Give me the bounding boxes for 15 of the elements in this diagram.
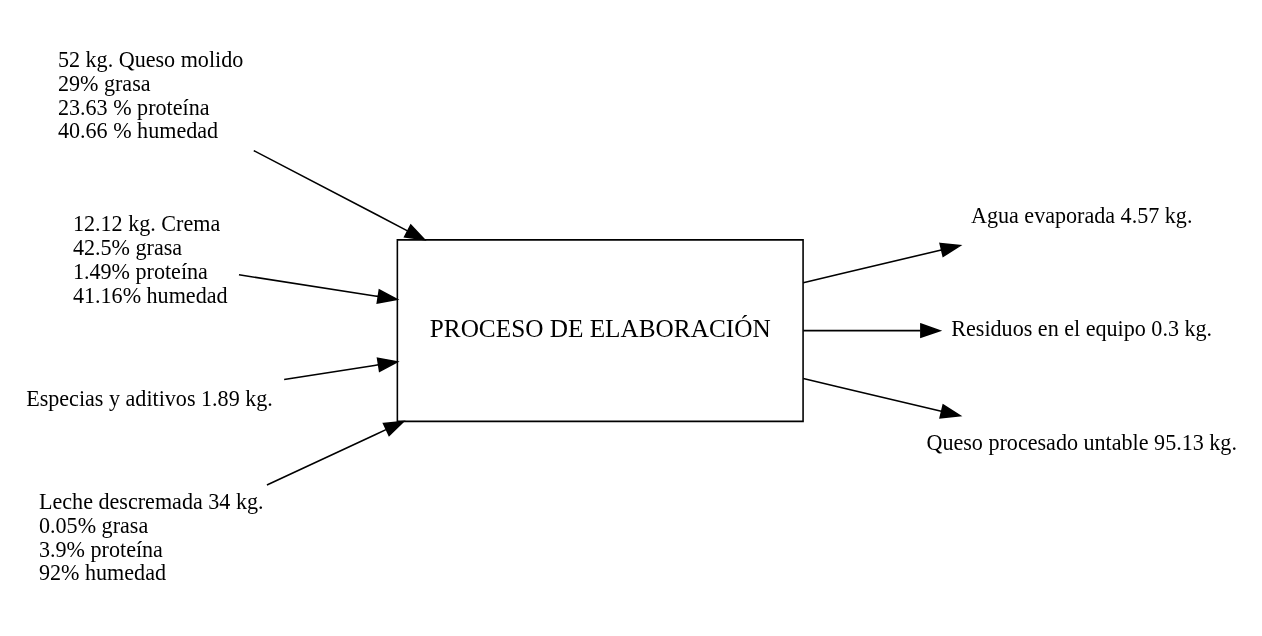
node-text: Leche descremada 34 kg. 0.05% grasa 3.9% proteína 92% humedad: [39, 489, 264, 586]
node-text: Residuos en el equipo 0.3 kg.: [951, 316, 1213, 342]
arrow: [253, 149, 427, 241]
node-text: Agua evaporada 4.57 kg.: [970, 202, 1193, 228]
node-text: 12.12 kg. Crema 42.5% grasa 1.49% proteína 41.16% humedad: [72, 211, 228, 308]
arrow: [802, 322, 943, 339]
arrow: [266, 420, 406, 486]
arrow: [283, 357, 400, 381]
node-box: PROCESO DE ELABORACIÓN: [396, 239, 804, 423]
node-text: Queso procesado untable 95.13 kg.: [926, 430, 1237, 456]
node-text: 52 kg. Queso molido 29% grasa 23.63 % proteína 40.66 % humedad: [57, 47, 244, 144]
arrow: [238, 274, 400, 304]
arrow: [802, 242, 963, 284]
arrow: [802, 377, 963, 419]
node-text: Especias y aditivos 1.89 kg.: [26, 385, 273, 411]
